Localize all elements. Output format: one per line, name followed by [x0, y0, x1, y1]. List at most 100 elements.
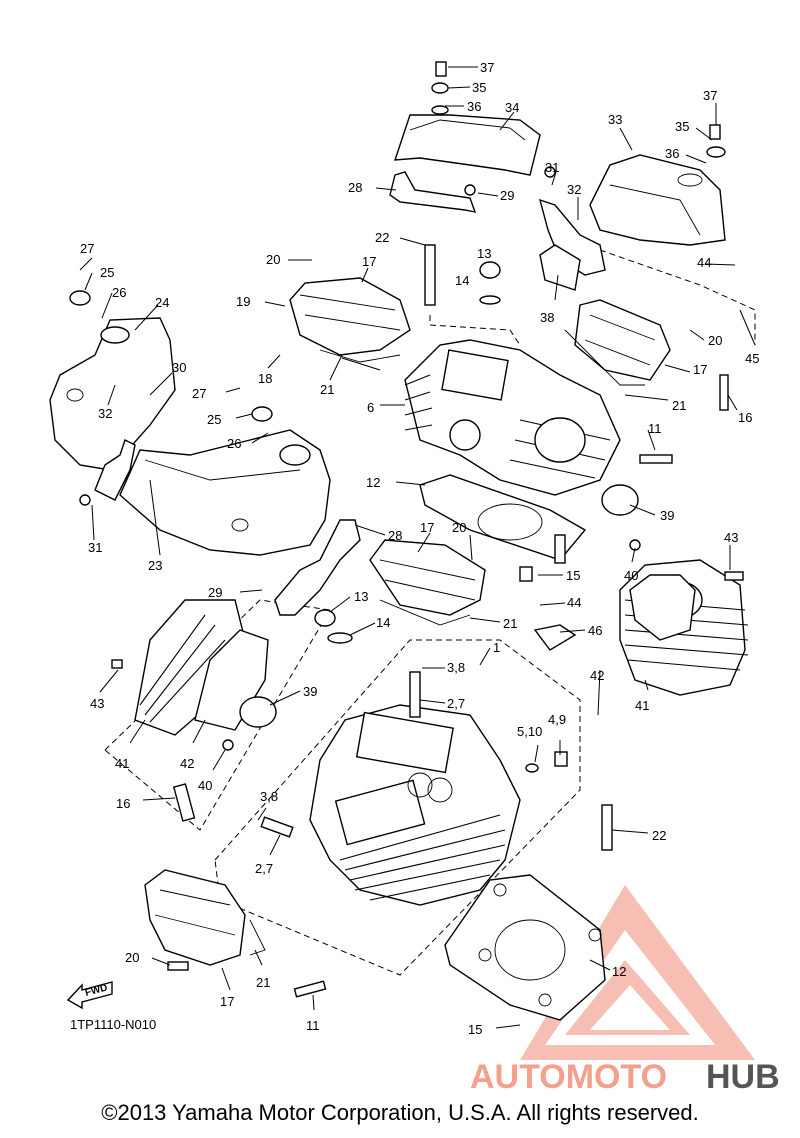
part-24-cover-left	[49, 317, 176, 501]
callout-25-mid: 25	[207, 412, 221, 427]
callout-17-a: 17	[362, 254, 376, 269]
part-17-valve-cover-c	[564, 299, 671, 386]
diagram-code: 1TP1110-N010	[70, 1017, 157, 1032]
part-17-valve-cover-d	[144, 869, 266, 966]
callout-13-top: 13	[477, 246, 491, 261]
callout-15-lower: 15	[468, 1022, 482, 1037]
callout-3-8-upper: 3,8	[447, 660, 465, 675]
hardware-small-parts	[69, 61, 744, 998]
part-6-cylinder-head-rear	[404, 339, 621, 496]
leader-dashed-right	[599, 249, 756, 345]
callout-3-8-lower: 3,8	[260, 789, 278, 804]
watermark-text-hub: HUB	[706, 1058, 780, 1096]
callout-43-right: 43	[724, 530, 738, 545]
callout-27-left: 27	[80, 241, 94, 256]
watermark-logo	[520, 885, 755, 1060]
callout-35-top: 35	[472, 80, 486, 95]
part-12-gasket-upper	[419, 474, 587, 561]
callout-34: 34	[505, 100, 519, 115]
callout-33: 33	[608, 112, 622, 127]
part-17-valve-cover-b	[369, 539, 486, 626]
callout-11-lower: 11	[306, 1018, 320, 1033]
part-33-cover-right	[589, 154, 726, 246]
callout-40-right: 40	[624, 568, 638, 583]
callout-6: 6	[367, 400, 374, 415]
callout-16-left: 16	[116, 796, 130, 811]
callout-21-mid: 21	[503, 616, 517, 631]
fwd-arrow-icon: FWD	[66, 981, 113, 1010]
callout-17-lower: 17	[220, 994, 234, 1009]
callout-42-right: 42	[590, 668, 604, 683]
callout-46: 46	[588, 623, 602, 638]
callout-19: 19	[236, 294, 250, 309]
callout-36-right: 36	[665, 146, 679, 161]
part-28-bracket-mid	[274, 519, 361, 616]
callout-28-top: 28	[348, 180, 362, 195]
callout-21-lower: 21	[256, 975, 270, 990]
callout-4-9: 4,9	[548, 712, 566, 727]
callout-40-left: 40	[198, 778, 212, 793]
callout-labels: 37 35 36 34 33 37 35 36 28 29 31 32 22 1…	[80, 60, 759, 1037]
part-23-cover-large	[119, 429, 331, 556]
callout-20-right: 20	[708, 333, 722, 348]
part-17-valve-cover-a	[289, 277, 411, 363]
callout-32-top: 32	[567, 182, 581, 197]
callout-21-right: 21	[672, 398, 686, 413]
callout-41-left: 41	[115, 756, 129, 771]
callout-24: 24	[155, 295, 169, 310]
leader-dashed-top	[429, 315, 521, 346]
callout-31-top: 31	[545, 160, 559, 175]
callout-5-10: 5,10	[517, 724, 542, 739]
callout-39-right: 39	[660, 508, 674, 523]
callout-27-mid: 27	[192, 386, 206, 401]
callout-44-right: 44	[697, 255, 711, 270]
callout-2-7-upper: 2,7	[447, 696, 465, 711]
callout-17-mid: 17	[420, 520, 434, 535]
assembly-box-main	[214, 639, 581, 976]
callout-13-mid: 13	[354, 589, 368, 604]
callout-26-left: 26	[112, 285, 126, 300]
callout-45: 45	[745, 351, 759, 366]
callout-35-right: 35	[675, 119, 689, 134]
callout-38: 38	[540, 310, 554, 325]
callout-22-top: 22	[375, 230, 389, 245]
callout-1: 1	[493, 640, 500, 655]
callout-32-left: 32	[98, 406, 112, 421]
callout-20-a: 20	[266, 252, 280, 267]
callout-28-mid: 28	[388, 528, 402, 543]
callout-29-top: 29	[500, 188, 514, 203]
callout-16-right: 16	[738, 410, 752, 425]
callout-17-right: 17	[693, 362, 707, 377]
callout-2-7-lower: 2,7	[255, 861, 273, 876]
part-34-cover-top	[394, 105, 541, 176]
callout-20-mid: 20	[452, 520, 466, 535]
callout-42-left: 42	[180, 756, 194, 771]
callout-37-top: 37	[480, 60, 494, 75]
callout-11-top: 11	[648, 421, 662, 436]
part-1-cylinder-head-main	[309, 704, 521, 906]
callout-41-right: 41	[635, 698, 649, 713]
callout-12-top: 12	[366, 475, 380, 490]
part-28-bracket-top	[389, 171, 477, 213]
callout-20-lower: 20	[125, 950, 139, 965]
callout-31-left: 31	[88, 540, 102, 555]
callout-44-mid: 44	[567, 595, 581, 610]
callout-12-lower: 12	[612, 964, 626, 979]
callout-14-top: 14	[455, 273, 469, 288]
watermark-text-auto: AUTOMOTO	[470, 1058, 667, 1096]
part-42-gasket-right	[629, 574, 696, 641]
callout-15-mid: 15	[566, 568, 580, 583]
callout-25-left: 25	[100, 265, 114, 280]
callout-39-left: 39	[303, 684, 317, 699]
part-12-gasket-lower	[444, 874, 606, 1021]
callout-43-left: 43	[90, 696, 104, 711]
callout-23: 23	[148, 558, 162, 573]
callout-21-a: 21	[320, 382, 334, 397]
leader-lines	[79, 66, 756, 1029]
part-41-cylinder-head-left	[134, 599, 246, 736]
copyright-notice: ©2013 Yamaha Motor Corporation, U.S.A. A…	[101, 1100, 699, 1125]
callout-37-right: 37	[703, 88, 717, 103]
callout-18: 18	[258, 371, 272, 386]
callout-14-mid: 14	[376, 615, 390, 630]
